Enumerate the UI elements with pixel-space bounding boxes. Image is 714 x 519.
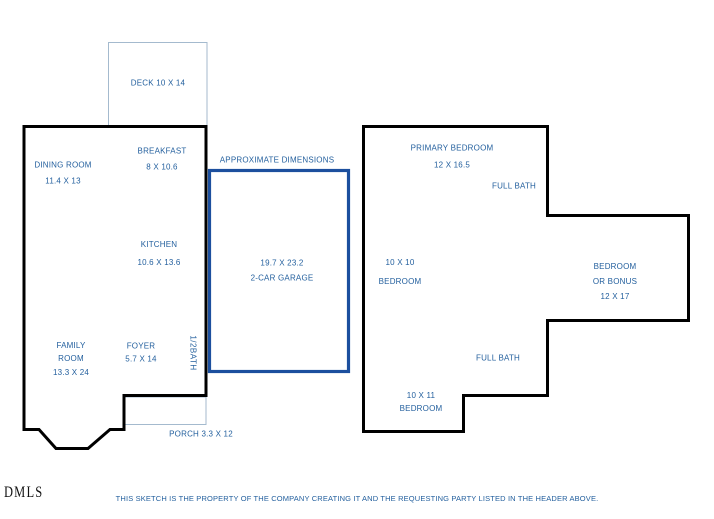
left-unit-walls: [22, 125, 208, 450]
bedroom-bottom-label: 10 X 11 BEDROOM: [399, 390, 443, 413]
half-bath-label: 1/2BATH: [188, 335, 198, 371]
garage-label: 19.7 X 23.2 2-CAR GARAGE: [250, 258, 314, 283]
right-unit-walls: [362, 125, 690, 433]
disclaimer-text: THIS SKETCH IS THE PROPERTY OF THE COMPA…: [115, 494, 599, 503]
full-bath-lower-label: FULL BATH: [475, 353, 521, 363]
full-bath-upper-label: FULL BATH: [491, 181, 537, 191]
deck-label: DECK 10 X 14: [130, 78, 186, 88]
family-room-label: FAMILY ROOM 13.3 X 24: [52, 341, 90, 377]
bedroom-bonus-label: BEDROOM OR BONUS 12 X 17: [592, 262, 638, 302]
porch-label: PORCH 3.3 X 12: [169, 429, 233, 439]
foyer-label: FOYER 5.7 X 14: [125, 341, 157, 364]
primary-bedroom-label: PRIMARY BEDROOM 12 X 16.5: [410, 143, 494, 170]
garage-outline: [207, 168, 351, 374]
dining-room-label: DINING ROOM 11.4 X 13: [34, 160, 92, 186]
breakfast-label: BREAKFAST 8 X 10.6: [137, 146, 187, 172]
porch-outline: [123, 396, 207, 425]
dmls-logo: DMLS: [4, 484, 44, 501]
approximate-dimensions-note: APPROXIMATE DIMENSIONS: [219, 155, 335, 165]
bedroom-left-label: 10 X 10 BEDROOM: [378, 257, 422, 286]
kitchen-label: KITCHEN 10.6 X 13.6: [137, 240, 181, 267]
